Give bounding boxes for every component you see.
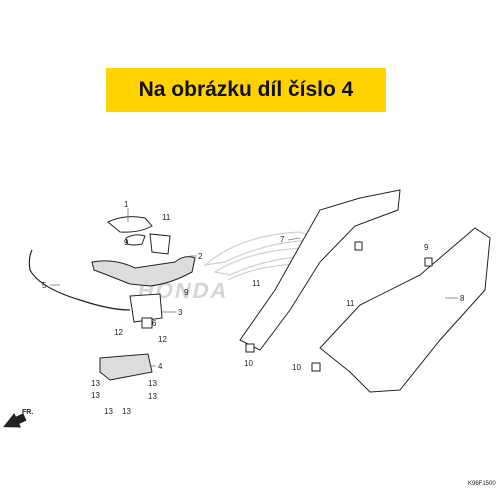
label-part-5: 5 bbox=[42, 281, 47, 290]
label-part-9-c: 9 bbox=[424, 243, 429, 252]
part-6-bolt bbox=[141, 317, 153, 329]
label-part-7: 7 bbox=[280, 235, 285, 244]
label-part-10-a: 10 bbox=[244, 359, 253, 368]
part-1-cover bbox=[107, 216, 153, 233]
nut-icon bbox=[245, 343, 255, 353]
label-part-3: 3 bbox=[178, 308, 183, 317]
label-part-11-c: 11 bbox=[346, 299, 355, 308]
clip-icon bbox=[424, 257, 433, 267]
label-part-9-b: 9 bbox=[184, 288, 189, 297]
label-part-12-a: 12 bbox=[114, 328, 123, 337]
label-part-13-b: 13 bbox=[91, 391, 100, 400]
label-part-13-c: 13 bbox=[104, 407, 113, 416]
part-3-bracket bbox=[129, 293, 163, 323]
part-7-side-cover bbox=[239, 189, 401, 351]
label-part-1: 1 bbox=[124, 200, 129, 209]
clip-icon bbox=[354, 241, 363, 251]
part-4-box bbox=[99, 353, 153, 381]
part-8-rear-cover bbox=[319, 227, 491, 393]
label-part-11-a: 11 bbox=[162, 213, 171, 222]
front-direction-label: FR. bbox=[22, 409, 33, 416]
label-part-8: 8 bbox=[460, 294, 465, 303]
title-banner: Na obrázku díl číslo 4 bbox=[106, 68, 386, 112]
part-2-bracket bbox=[149, 233, 171, 255]
banner-text: Na obrázku díl číslo 4 bbox=[138, 78, 354, 101]
diagram-code: K96F1500 bbox=[468, 481, 496, 487]
part-9-clip bbox=[125, 234, 146, 246]
label-part-10-b: 10 bbox=[292, 363, 301, 372]
label-part-9-a: 9 bbox=[124, 238, 129, 247]
label-part-13-a: 13 bbox=[91, 379, 100, 388]
label-part-13-f: 13 bbox=[148, 392, 157, 401]
label-part-13-d: 13 bbox=[122, 407, 131, 416]
label-part-4: 4 bbox=[158, 362, 163, 371]
front-arrow-icon bbox=[3, 413, 27, 428]
label-part-2: 2 bbox=[198, 252, 203, 261]
label-part-11-b: 11 bbox=[252, 279, 261, 288]
label-part-12-b: 12 bbox=[158, 335, 167, 344]
label-part-6: 6 bbox=[152, 319, 157, 328]
part-5-cable bbox=[28, 249, 131, 311]
part-2-inner-cover bbox=[91, 256, 196, 287]
label-part-13-e: 13 bbox=[148, 379, 157, 388]
nut-icon bbox=[311, 362, 321, 372]
